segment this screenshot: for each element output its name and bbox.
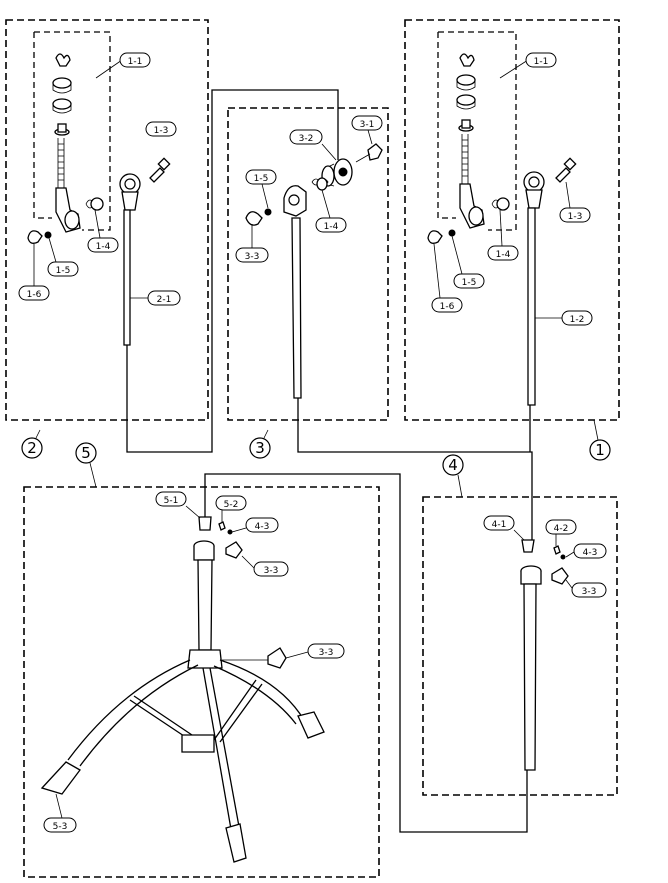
part-label-5-5-2: 5-2: [215, 495, 247, 522]
link-2-to-3: [126, 89, 339, 453]
assembly-1-parts: [427, 53, 577, 406]
svg-text:1: 1: [595, 441, 605, 459]
svg-text:4-3: 4-3: [583, 548, 598, 558]
part-label-4-4-2: 4-2: [545, 519, 577, 546]
assembly-number-2: 2: [21, 429, 43, 459]
svg-text:1-2: 1-2: [570, 315, 585, 325]
svg-text:1-5: 1-5: [56, 266, 71, 276]
svg-text:4-2: 4-2: [554, 524, 569, 534]
assembly-box-5: [23, 486, 380, 878]
assembly-number-1: 1: [589, 419, 611, 461]
link-3-to-4: [297, 398, 533, 540]
svg-text:3-3: 3-3: [319, 648, 334, 658]
svg-text:1-4: 1-4: [96, 242, 111, 252]
part-label-1-1-2: 1-2: [535, 310, 593, 326]
part-label-3-3-2: 3-2: [289, 129, 337, 161]
part-label-5-3-3-lower: 3-3: [285, 643, 345, 659]
svg-text:2-1: 2-1: [157, 295, 172, 305]
assembly-number-5: 5: [75, 442, 97, 488]
part-label-4-4-1: 4-1: [483, 515, 525, 541]
part-label-4-3-3: 3-3: [565, 579, 607, 598]
link-4-to-5: [204, 473, 528, 833]
svg-text:3: 3: [255, 439, 265, 457]
part-label-1-1-6: 1-6: [431, 243, 463, 313]
subbox-1-1-right: [437, 31, 517, 231]
svg-text:1-6: 1-6: [440, 302, 455, 312]
svg-text:1-1: 1-1: [534, 57, 549, 67]
part-label-5-3-3-upper: 3-3: [241, 555, 289, 577]
svg-text:1-3: 1-3: [568, 212, 583, 222]
part-label-1-1-3: 1-3: [559, 181, 591, 223]
svg-text:3-3: 3-3: [582, 587, 597, 597]
svg-text:4-3: 4-3: [255, 522, 270, 532]
svg-text:5-3: 5-3: [53, 822, 68, 832]
svg-text:1-4: 1-4: [324, 222, 339, 232]
svg-text:5-1: 5-1: [164, 496, 179, 506]
svg-text:1-5: 1-5: [462, 278, 477, 288]
svg-text:1-6: 1-6: [27, 290, 42, 300]
svg-text:3-3: 3-3: [245, 252, 260, 262]
part-label-2-1-4: 1-4: [87, 209, 119, 253]
part-label-5-4-3: 4-3: [231, 517, 279, 533]
part-label-1-1-5: 1-5: [451, 235, 485, 289]
assembly-box-2: [5, 19, 209, 421]
assembly-4-parts: [520, 539, 569, 771]
svg-text:5-2: 5-2: [224, 500, 239, 510]
svg-text:3-2: 3-2: [299, 134, 314, 144]
part-label-2-1-1: 1-1: [95, 52, 151, 79]
assembly-box-3: [227, 107, 389, 421]
part-label-3-3-1: 3-1: [351, 115, 383, 145]
svg-text:1-1: 1-1: [128, 57, 143, 67]
assembly-5-parts: [40, 516, 325, 863]
subbox-1-1-left: [33, 31, 111, 231]
part-label-5-5-3: 5-3: [43, 793, 77, 833]
svg-text:1-3: 1-3: [154, 126, 169, 136]
assembly-box-1: [404, 19, 620, 421]
svg-text:5: 5: [81, 444, 91, 462]
assembly-number-4: 4: [442, 454, 464, 498]
part-label-1-1-4: 1-4: [487, 209, 519, 261]
part-label-3-1-5: 1-5: [245, 169, 277, 209]
part-label-3-3-3: 3-3: [235, 224, 269, 263]
part-label-4-4-3: 4-3: [565, 543, 607, 559]
assembly-3-parts: [245, 143, 383, 399]
svg-text:3-1: 3-1: [360, 120, 375, 130]
svg-text:1-4: 1-4: [496, 250, 511, 260]
svg-text:1-5: 1-5: [254, 174, 269, 184]
part-label-5-5-1: 5-1: [155, 491, 201, 519]
svg-text:4: 4: [448, 456, 458, 474]
assembly-2-parts: [27, 53, 171, 346]
part-label-2-2-1: 2-1: [130, 290, 181, 306]
svg-text:4-1: 4-1: [492, 520, 507, 530]
part-label-2-1-3: 1-3: [145, 121, 177, 137]
part-label-1-1-1: 1-1: [499, 52, 557, 79]
svg-text:2: 2: [27, 439, 37, 457]
assembly-number-3: 3: [249, 429, 271, 459]
part-label-2-1-5: 1-5: [47, 237, 79, 277]
assembly-box-4: [422, 496, 618, 796]
part-label-3-1-4: 1-4: [315, 189, 347, 233]
part-label-2-1-6: 1-6: [18, 244, 50, 301]
svg-text:3-3: 3-3: [264, 566, 279, 576]
